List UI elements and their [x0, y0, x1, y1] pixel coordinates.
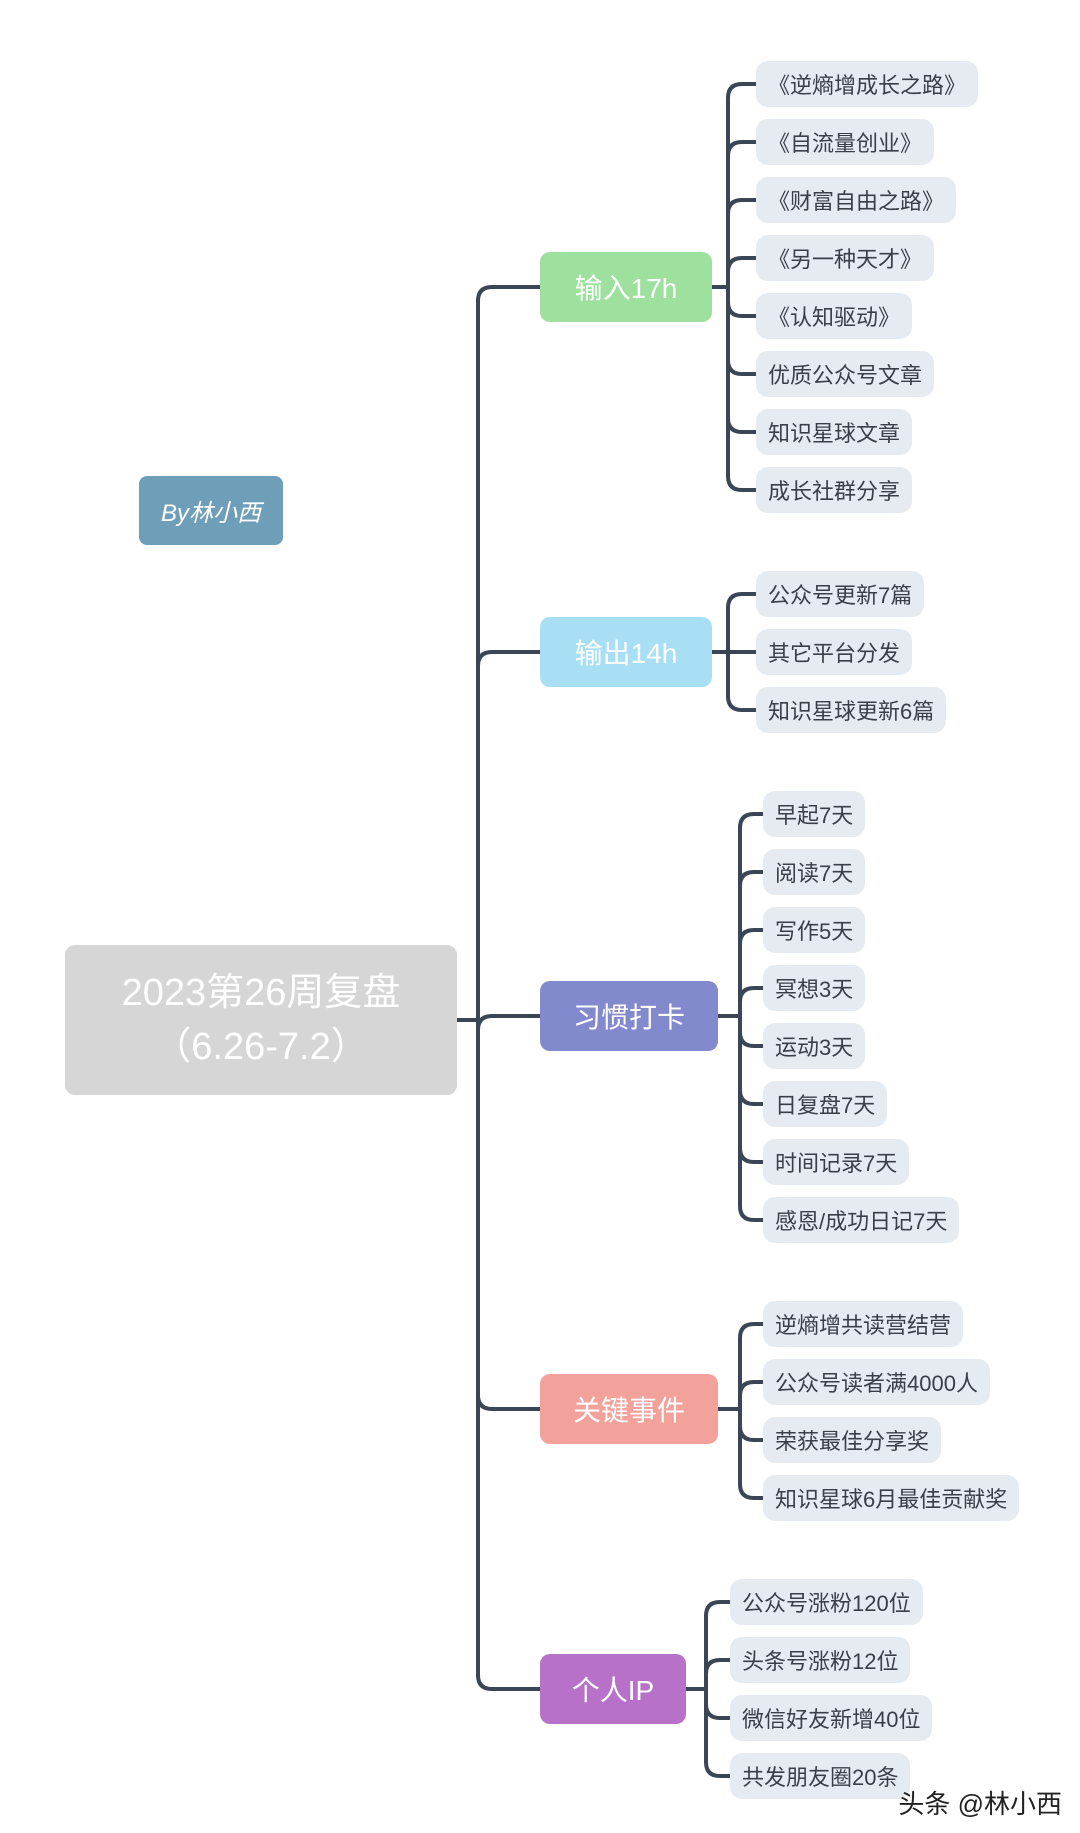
leaf-connector: [726, 358, 758, 376]
leaf-connector: [704, 1600, 732, 1618]
watermark: 头条 @林小西: [898, 1789, 1062, 1819]
leaf-node[interactable]: 《逆熵增成长之路》: [756, 61, 979, 107]
root-title: 2023第26周复盘: [121, 972, 401, 1014]
leaf-connector: [738, 1030, 765, 1048]
leaf-node[interactable]: 头条号涨粉12位: [730, 1637, 911, 1683]
leaf-connector: [726, 198, 758, 216]
branch-node[interactable]: 输入17h: [540, 252, 712, 322]
leaf-node[interactable]: 逆熵增共读营结营: [763, 1301, 964, 1347]
leaf-node[interactable]: 微信好友新增40位: [730, 1695, 933, 1741]
leaf-connector: [738, 928, 765, 946]
leaf-node[interactable]: 运动3天: [763, 1023, 866, 1069]
leaf-node[interactable]: 《自流量创业》: [756, 119, 935, 165]
leaf-node[interactable]: 公众号涨粉120位: [730, 1579, 923, 1625]
leaf-connector: [726, 592, 758, 610]
branch-connector: [476, 650, 542, 668]
leaf-node[interactable]: 共发朋友圈20条: [730, 1753, 911, 1799]
branch-node[interactable]: 输出14h: [540, 617, 712, 687]
leaf-node[interactable]: 知识星球6月最佳贡献奖: [763, 1475, 1020, 1521]
branch-connector: [476, 1673, 542, 1691]
leaf-node[interactable]: 知识星球文章: [756, 409, 913, 455]
branch-node[interactable]: 个人IP: [540, 1654, 686, 1724]
leaf-node[interactable]: 《认知驱动》: [756, 293, 913, 339]
leaf-connector: [726, 256, 758, 274]
root-node[interactable]: 2023第26周复盘 （6.26-7.2）: [65, 945, 457, 1095]
leaf-node[interactable]: 公众号更新7篇: [756, 571, 925, 617]
leaf-connector: [738, 1204, 765, 1222]
leaf-node[interactable]: 阅读7天: [763, 849, 866, 895]
leaf-connector: [738, 1146, 765, 1164]
leaf-connector: [726, 140, 758, 158]
leaf-connector: [738, 1424, 765, 1442]
leaf-node[interactable]: 优质公众号文章: [756, 351, 935, 397]
author-tag[interactable]: By林小西: [139, 476, 283, 545]
leaf-node[interactable]: 日复盘7天: [763, 1081, 888, 1127]
branch-node[interactable]: 习惯打卡: [540, 981, 718, 1051]
leaf-connector: [704, 1760, 732, 1778]
leaf-node[interactable]: 冥想3天: [763, 965, 866, 1011]
leaf-connector: [738, 870, 765, 888]
leaf-connector: [704, 1658, 732, 1676]
leaf-connector: [738, 1482, 765, 1500]
leaf-node[interactable]: 时间记录7天: [763, 1139, 910, 1185]
leaf-node[interactable]: 《另一种天才》: [756, 235, 935, 281]
leaf-connector: [726, 474, 758, 492]
leaf-connector: [704, 1702, 732, 1720]
branch-connector: [476, 1393, 542, 1411]
leaf-node[interactable]: 成长社群分享: [756, 467, 913, 513]
leaf-node[interactable]: 感恩/成功日记7天: [763, 1197, 960, 1243]
leaf-node[interactable]: 公众号读者满4000人: [763, 1359, 990, 1405]
leaf-node[interactable]: 知识星球更新6篇: [756, 687, 947, 733]
root-date-range: （6.26-7.2）: [153, 1026, 369, 1068]
leaf-node[interactable]: 《财富自由之路》: [756, 177, 957, 223]
leaf-node[interactable]: 荣获最佳分享奖: [763, 1417, 942, 1463]
leaf-connector: [726, 416, 758, 434]
leaf-connector: [726, 694, 758, 712]
leaf-connector: [738, 1380, 765, 1398]
leaf-node[interactable]: 其它平台分发: [756, 629, 913, 675]
branch-node[interactable]: 关键事件: [540, 1374, 718, 1444]
leaf-connector: [726, 300, 758, 318]
leaf-node[interactable]: 写作5天: [763, 907, 866, 953]
leaf-connector: [738, 1322, 765, 1340]
leaf-node[interactable]: 早起7天: [763, 791, 866, 837]
leaf-connector: [738, 812, 765, 830]
leaf-connector: [738, 986, 765, 1004]
branch-connector: [476, 285, 542, 303]
branch-connector: [476, 1014, 542, 1032]
leaf-connector: [738, 1088, 765, 1106]
leaf-connector: [726, 82, 758, 100]
